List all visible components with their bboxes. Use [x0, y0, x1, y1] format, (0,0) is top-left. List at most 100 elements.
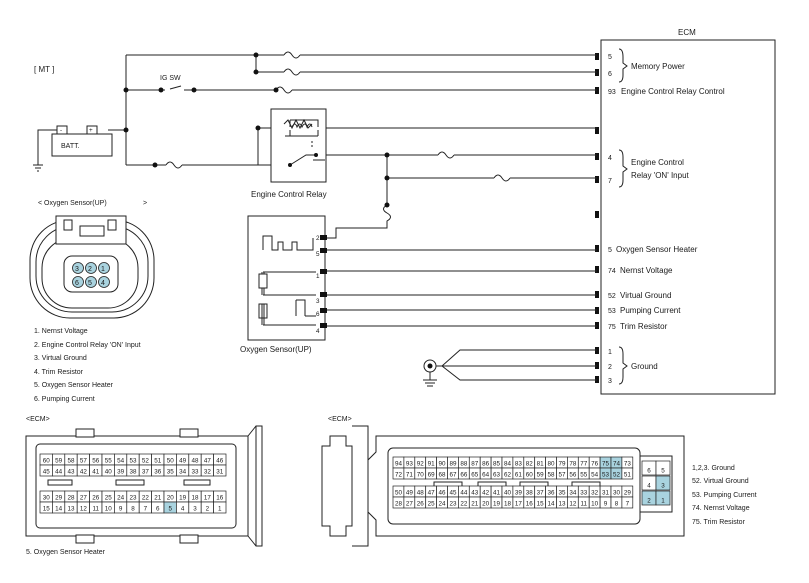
- battery-label: BATT.: [61, 143, 80, 150]
- ecm-left-housing: [25, 425, 263, 547]
- connector-pin-number: 24: [439, 501, 447, 508]
- connector-pin-number: 47: [428, 490, 436, 497]
- connector-pin-number: 73: [624, 461, 632, 468]
- ecm-pin-g2: 2: [608, 364, 612, 371]
- connector-pin-number: 59: [55, 458, 63, 465]
- connector-pin-number: 61: [515, 472, 523, 479]
- connector-pin-number: 83: [515, 461, 523, 468]
- ecm-label-ecr-on-2: Relay 'ON' Input: [631, 171, 690, 180]
- connector-pin-number: 1: [661, 498, 665, 505]
- connector-pin-number: 56: [569, 472, 577, 479]
- oxygen-sensor-circuit-box: [247, 215, 327, 341]
- connector-pin-number: 14: [55, 506, 63, 513]
- relay-label: Engine Control Relay: [251, 190, 327, 199]
- ecm-label-virtual-ground: Virtual Ground: [620, 291, 671, 300]
- connector-pin-number: 85: [493, 461, 501, 468]
- sensor-connector-pins: [72, 262, 110, 288]
- connector-pin-number: 58: [67, 458, 75, 465]
- mt-label: [ MT ]: [34, 65, 54, 74]
- ecm-pin-6: 6: [608, 71, 612, 78]
- connector-pin-number: 79: [558, 461, 566, 468]
- connector-pin-number: 59: [537, 472, 545, 479]
- sensor-pin-label-3: 3: [75, 266, 79, 273]
- connector-pin-number: 9: [119, 506, 123, 513]
- connector-pin-cell: [655, 475, 671, 491]
- connector-pin-number: 69: [428, 472, 436, 479]
- connector-pin-number: 15: [537, 501, 545, 508]
- connector-pin-number: 46: [439, 490, 447, 497]
- sensor-pin-4: 4: [316, 328, 320, 335]
- connector-pin-number: 26: [92, 495, 100, 502]
- ecm-label-ecr-on-1: Engine Control: [631, 158, 684, 167]
- connector-pin-number: 42: [80, 469, 88, 476]
- connector-pin-number: 43: [67, 469, 75, 476]
- connector-pin-number: 39: [117, 469, 125, 476]
- junction-dots: [123, 52, 390, 208]
- connector-pin-number: 48: [191, 458, 199, 465]
- sensor-pin-label-5: 5: [88, 280, 92, 287]
- connector-pin-number: 52: [613, 472, 621, 479]
- connector-pin-number: 44: [55, 469, 63, 476]
- connector-pin-number: 52: [142, 458, 150, 465]
- connector-pin-number: 27: [406, 501, 414, 508]
- ecm-label-trim-resistor: Trim Resistor: [620, 322, 668, 331]
- connector-pin-number: 6: [156, 506, 160, 513]
- connector-pin-number: 77: [580, 461, 588, 468]
- connector-pin-number: 37: [142, 469, 150, 476]
- connector-pin-number: 54: [117, 458, 125, 465]
- connector-pin-number: 7: [144, 506, 148, 513]
- connector-pin-number: 22: [460, 501, 468, 508]
- connector-pin-number: 75: [602, 461, 610, 468]
- sensor-pin-6: 6: [316, 311, 320, 318]
- connector-pin-number: 57: [558, 472, 566, 479]
- connector-pin-number: 29: [624, 490, 632, 497]
- sensor-legend-2: 2. Engine Control Relay 'ON' Input: [34, 342, 141, 349]
- connector-pin-number: 86: [482, 461, 490, 468]
- connector-pin-number: 64: [482, 472, 490, 479]
- connector-pin-number: 22: [142, 495, 150, 502]
- ecm-left-caption: 5. Oxygen Sensor Heater: [26, 549, 106, 556]
- connector-pin-number: 81: [537, 461, 545, 468]
- ecm-label-ground: Ground: [631, 362, 658, 371]
- connector-pin-number: 23: [449, 501, 457, 508]
- connector-pin-number: 31: [216, 469, 224, 476]
- sensor-pin-label-6: 6: [75, 280, 79, 287]
- ecm-title: ECM: [678, 28, 696, 37]
- ecm-pin-4: 4: [608, 155, 612, 162]
- ground-symbol: [423, 349, 597, 387]
- sensor-ecm-wires: [327, 249, 597, 327]
- ecm-pin-7: 7: [608, 178, 612, 185]
- ecm-pin-g1: 1: [608, 349, 612, 356]
- ecm-left-title: <ECM>: [26, 416, 50, 423]
- connector-pin-number: 24: [117, 495, 125, 502]
- ecm-box: [600, 39, 776, 395]
- connector-pin-number: 94: [395, 461, 403, 468]
- connector-pin-cell: [655, 490, 671, 506]
- connector-pin-number: 18: [191, 495, 199, 502]
- connector-pin-number: 57: [80, 458, 88, 465]
- connector-pin-number: 45: [43, 469, 51, 476]
- ecm-right-title: <ECM>: [328, 416, 352, 423]
- connector-pin-number: 23: [129, 495, 137, 502]
- connector-pin-number: 50: [167, 458, 175, 465]
- connector-pin-number: 84: [504, 461, 512, 468]
- connector-pin-number: 34: [569, 490, 577, 497]
- connector-pin-number: 44: [460, 490, 468, 497]
- connector-pin-number: 60: [43, 458, 51, 465]
- engine-control-relay: [270, 108, 327, 183]
- connector-pin-number: 18: [504, 501, 512, 508]
- ecm-label-ecr-control: Engine Control Relay Control: [621, 87, 725, 96]
- sensor-pin-5: 5: [316, 251, 320, 258]
- connector-pin-number: 26: [417, 501, 425, 508]
- connector-pin-number: 32: [204, 469, 212, 476]
- connector-pin-number: 36: [154, 469, 162, 476]
- connector-pin-cell: [213, 501, 227, 514]
- connector-pin-number: 42: [482, 490, 490, 497]
- connector-pin-number: 2: [206, 506, 210, 513]
- connector-pin-number: 38: [129, 469, 137, 476]
- connector-pin-cell: [621, 467, 634, 480]
- sensor-circuit-label: Oxygen Sensor(UP): [240, 345, 312, 354]
- ecm-right-legend-5: 75. Trim Resistor: [692, 519, 746, 526]
- connector-pin-number: 4: [647, 483, 651, 490]
